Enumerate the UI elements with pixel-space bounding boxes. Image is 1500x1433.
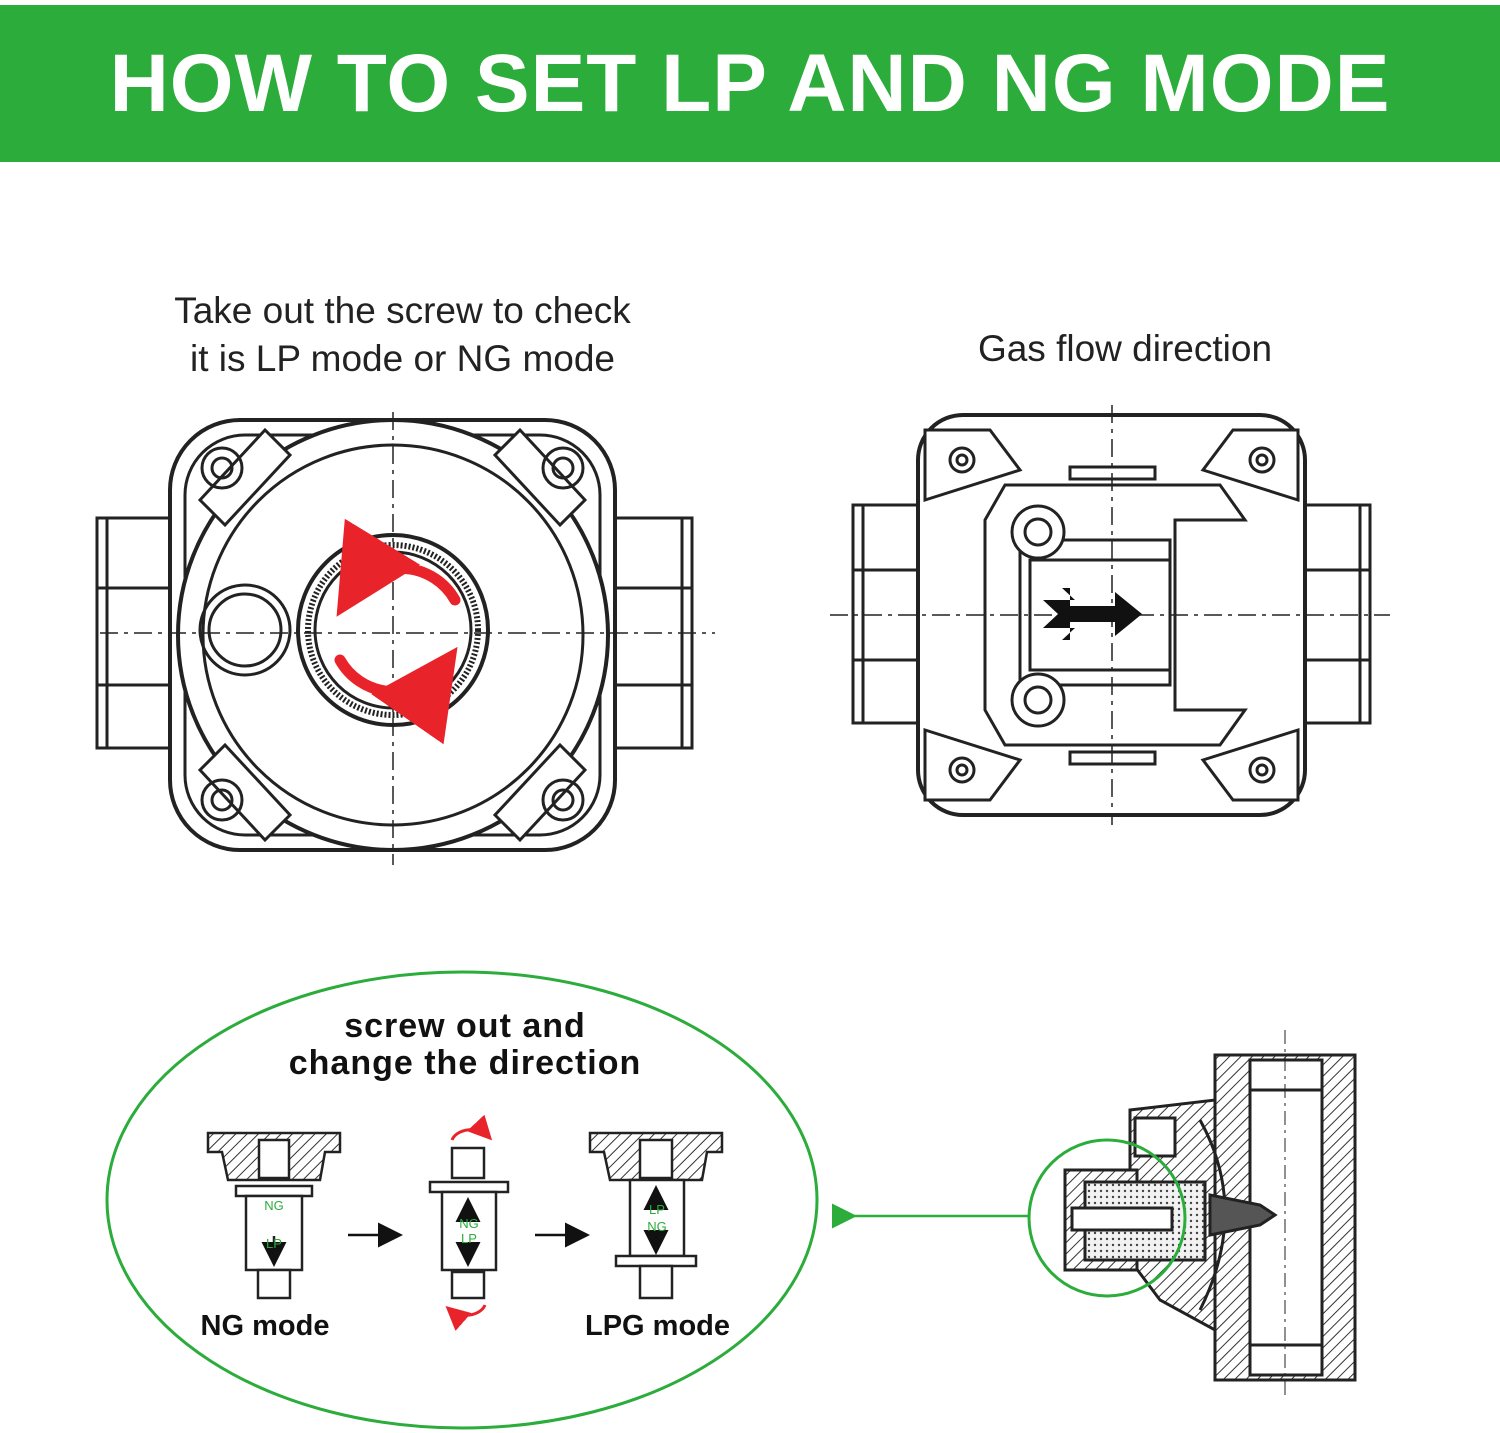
left-caption-line2: it is LP mode or NG mode bbox=[190, 338, 615, 379]
lpg-screw-tag-ng: NG bbox=[647, 1219, 667, 1234]
valve-top-view bbox=[95, 412, 715, 865]
mid-screw-tag-ng: NG bbox=[459, 1216, 479, 1231]
ng-screw-tag-ng: NG bbox=[264, 1198, 284, 1213]
detail-callout-oval bbox=[105, 970, 819, 1430]
detail-title-line1: screw out and bbox=[344, 1007, 586, 1045]
header-banner: HOW TO SET LP AND NG MODE bbox=[0, 5, 1500, 162]
lpg-mode-label: LPG mode bbox=[584, 1310, 730, 1342]
ng-screw-tag-lp: LP bbox=[266, 1236, 282, 1251]
left-caption-line1: Take out the screw to check bbox=[174, 290, 631, 331]
flow-direction-arrow-icon bbox=[1043, 588, 1142, 640]
section-highlight-circle bbox=[1027, 1138, 1187, 1298]
gas-flow-caption: Gas flow direction bbox=[977, 328, 1273, 369]
valve-cross-section bbox=[1063, 1030, 1357, 1395]
ng-mode-screw-diagram bbox=[206, 1131, 342, 1300]
lpg-mode-screw-diagram bbox=[588, 1131, 724, 1300]
detail-title-line2: change the direction bbox=[288, 1044, 642, 1082]
detail-title: screw out and change the direction bbox=[230, 1008, 700, 1082]
rotate-arrows-icon bbox=[334, 518, 461, 745]
left-diagram-caption: Take out the screw to check it is LP mod… bbox=[100, 287, 705, 383]
flip-arrows-icon bbox=[445, 1114, 493, 1331]
ng-mode-label: NG mode bbox=[200, 1310, 330, 1342]
lpg-screw-tag-lp: LP bbox=[649, 1202, 665, 1217]
reversing-screw-diagram bbox=[428, 1146, 510, 1300]
mid-screw-tag-lp: LP bbox=[461, 1231, 477, 1246]
page-title: HOW TO SET LP AND NG MODE bbox=[109, 37, 1391, 129]
